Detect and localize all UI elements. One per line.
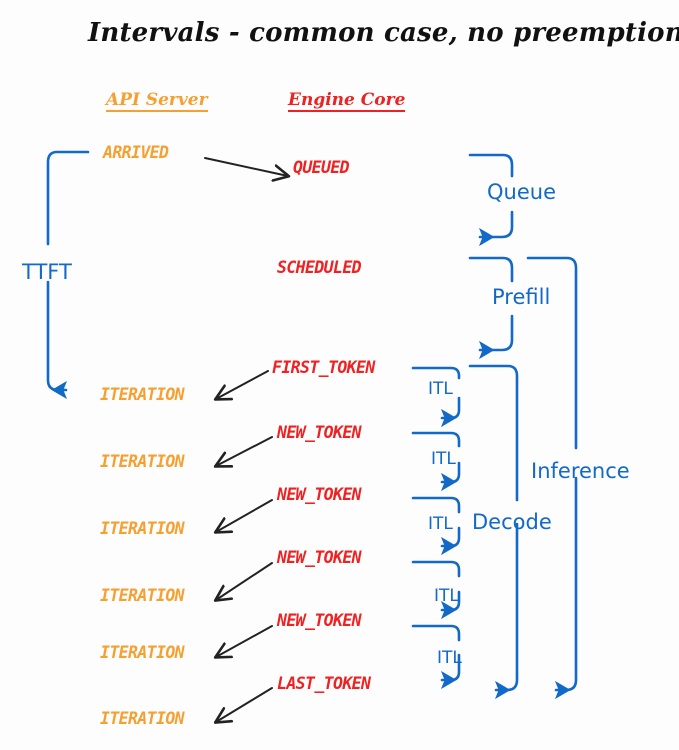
arrow-new-token-4	[216, 625, 273, 657]
event-queued: QUEUED	[293, 158, 350, 177]
event-iteration-3: ITERATION	[100, 519, 185, 538]
interval-label-itl-5: ITL	[437, 648, 462, 668]
event-iteration-6: ITERATION	[100, 709, 185, 728]
bracket-itl-1-top	[411, 366, 461, 380]
event-first-token: FIRST_TOKEN	[272, 358, 375, 377]
arrow-new-token-1	[216, 436, 273, 466]
event-iteration-4: ITERATION	[100, 586, 185, 605]
event-arrows	[204, 157, 288, 722]
event-new-token-1: NEW_TOKEN	[277, 423, 362, 442]
arrow-last-token	[216, 687, 273, 722]
interval-label-queue: Queue	[487, 180, 556, 204]
interval-label-itl-3: ITL	[428, 514, 453, 534]
arrow-first-token	[216, 370, 269, 399]
bracket-decode-bottom	[494, 522, 519, 700]
event-iteration-1: ITERATION	[100, 385, 185, 404]
bracket-itl-5-top	[411, 624, 461, 642]
interval-label-decode: Decode	[472, 510, 552, 534]
event-last-token: LAST_TOKEN	[277, 674, 371, 693]
bracket-ttft-upper	[46, 150, 90, 246]
diagram-title: Intervals - common case, no preemptions	[88, 18, 679, 48]
bracket-itl-4-top	[411, 560, 461, 578]
bracket-prefill-top	[468, 256, 514, 283]
event-new-token-4: NEW_TOKEN	[277, 611, 362, 630]
event-iteration-5: ITERATION	[100, 643, 185, 662]
interval-label-ttft: TTFT	[22, 260, 72, 284]
column-header-engine-core: Engine Core	[288, 90, 406, 112]
event-iteration-2: ITERATION	[100, 452, 185, 471]
interval-label-prefill: Prefill	[492, 285, 551, 309]
interval-label-itl-4: ITL	[434, 586, 459, 606]
bracket-itl-3-top	[411, 496, 461, 514]
interval-label-inference: Inference	[531, 459, 630, 483]
bracket-itl-2-top	[411, 431, 461, 448]
bracket-decode-top	[468, 364, 519, 502]
bracket-inference-bottom	[554, 476, 578, 700]
bracket-ttft-lower	[46, 280, 68, 400]
bracket-queue-bottom	[478, 210, 514, 247]
event-new-token-2: NEW_TOKEN	[277, 485, 362, 504]
event-scheduled: SCHEDULED	[277, 258, 362, 277]
event-new-token-3: NEW_TOKEN	[277, 548, 362, 567]
arrow-new-token-3	[216, 562, 273, 600]
bracket-itl-1-bottom	[440, 396, 461, 428]
event-arrived: ARRIVED	[103, 143, 169, 162]
column-header-api-server: API Server	[106, 90, 208, 112]
bracket-prefill-bottom	[478, 314, 514, 360]
interval-label-itl-1: ITL	[428, 379, 453, 399]
arrow-arrived-to-queued	[204, 157, 288, 176]
interval-label-itl-2: ITL	[431, 449, 456, 469]
bracket-queue-top	[468, 153, 514, 178]
arrow-new-token-2	[216, 499, 273, 532]
